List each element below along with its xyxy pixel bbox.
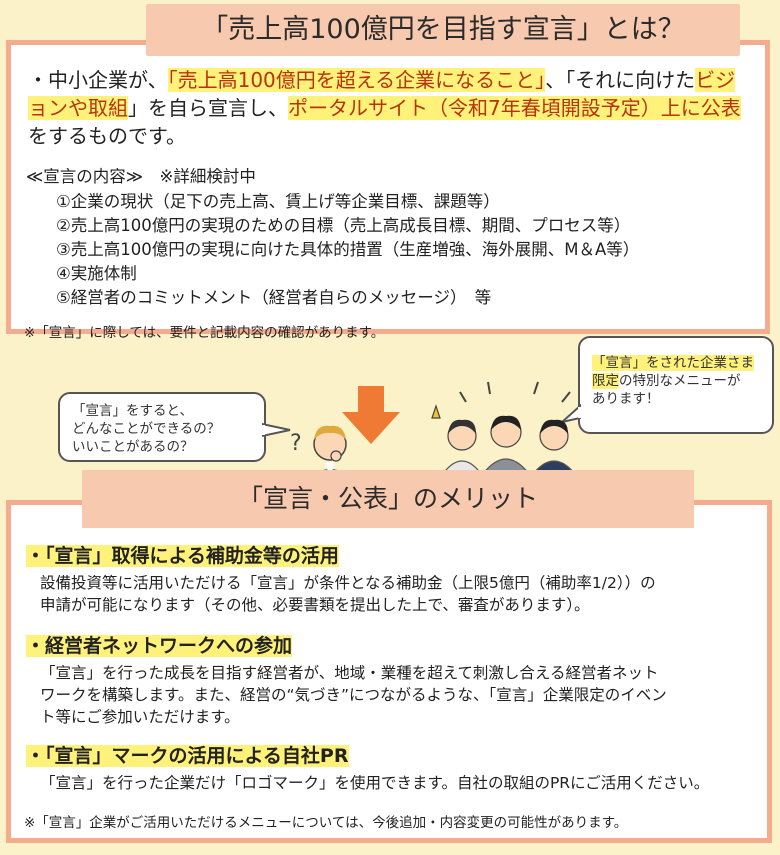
merit-body-subsidy: 設備投資等に活用いただける「宣言」が条件となる補助金（上限5億円（補助率1/2）… bbox=[40, 572, 760, 616]
bubble-tail-icon bbox=[560, 404, 582, 424]
down-arrow-icon bbox=[342, 386, 400, 444]
merit-body-line: ト等にご参加いただけます。 bbox=[40, 708, 240, 726]
declaration-title: 「売上高100億円を目指す宣言」とは？ bbox=[146, 4, 740, 56]
merit-body-network: 「宣言」を行った成長を目指す経営者が、地域・業種を超えて刺激し合える経営者ネット… bbox=[40, 662, 760, 728]
merit-body-line: 設備投資等に活用いただける「宣言」が条件となる補助金（上限5億円（補助率1/2）… bbox=[40, 574, 656, 592]
contents-heading: ≪宣言の内容≫ ※詳細検討中 bbox=[26, 167, 256, 186]
merits-title: 「宣言・公表」のメリット bbox=[82, 470, 694, 528]
declaration-intro: ・中小企業が、「売上高100億円を超える企業になること」、「それに向けたビジョン… bbox=[28, 66, 750, 150]
merit-body-line: ワークを構築します。また、経営の“気づき”につながるような、「宣言」企業限定のイ… bbox=[40, 686, 667, 704]
answer-text: の特別なメニューが bbox=[619, 373, 741, 389]
cheering-people-icon bbox=[431, 381, 579, 478]
question-line: どんなことができるの？ bbox=[72, 421, 221, 437]
contents-item: ②売上高100億円の実現のための目標（売上高成長目標、期間、プロセス等） bbox=[56, 216, 631, 235]
question-speech-bubble: 「宣言」をすると、 どんなことができるの？ いいことがあるの？ bbox=[58, 392, 266, 462]
question-line: 「宣言」をすると、 bbox=[72, 403, 193, 419]
answer-speech-bubble: 「宣言」をされた企業さま 限定の特別なメニューが あります！ bbox=[578, 336, 774, 434]
contents-item: ①企業の現状（足下の売上高、賃上げ等企業目標、課題等） bbox=[56, 192, 500, 211]
answer-highlight-limited: 限定 bbox=[592, 373, 619, 389]
contents-item: ④実施体制 bbox=[56, 264, 137, 283]
contents-list: ①企業の現状（足下の売上高、賃上げ等企業目標、課題等） ②売上高100億円の実現… bbox=[56, 190, 639, 310]
declaration-note: ※「宣言」に際しては、要件と記載内容の確認があります。 bbox=[24, 325, 385, 341]
intro-highlight-portal: ポータルサイト（令和7年春頃開設予定）上に公表 bbox=[288, 96, 741, 120]
merit-body-line: 「宣言」を行った成長を目指す経営者が、地域・業種を超えて刺激し合える経営者ネット bbox=[40, 664, 659, 682]
contents-item: ③売上高100億円の実現に向けた具体的措置（生産増強、海外展開、M＆A等） bbox=[56, 240, 640, 259]
intro-highlight-goal: 「売上高100億円を超える企業になること」 bbox=[167, 68, 546, 92]
merit-body-line: 申請が可能になります（その他、必要書類を提出した上で、審査があります）。 bbox=[40, 596, 590, 614]
intro-text-1: ・中小企業が、 bbox=[28, 68, 168, 92]
merits-note: ※「宣言」企業がご活用いただけるメニューについては、今後追加・内容変更の可能性が… bbox=[24, 815, 628, 831]
merit-body-line: 「宣言」を行った企業だけ「ロゴマーク」を使用できます。自社の取組のPRにご活用く… bbox=[40, 774, 710, 792]
merit-heading-network: ・経営者ネットワークへの参加 bbox=[26, 635, 293, 657]
answer-highlight: 「宣言」をされた企業さま bbox=[592, 355, 754, 371]
answer-text: あります！ bbox=[592, 391, 660, 407]
intro-text-4: をするものです。 bbox=[28, 124, 186, 148]
contents-item: ⑤経営者のコミットメント（経営者自らのメッセージ） 等 bbox=[56, 288, 492, 307]
intro-text-2: 、「それに向けた bbox=[545, 68, 696, 92]
question-line: いいことがあるの？ bbox=[72, 439, 194, 455]
intro-text-3: 」を自ら宣言し、 bbox=[128, 96, 288, 120]
merit-heading-pr: ・「宣言」マークの活用による自社PR bbox=[26, 745, 349, 767]
merit-body-pr: 「宣言」を行った企業だけ「ロゴマーク」を使用できます。自社の取組のPRにご活用く… bbox=[40, 772, 760, 794]
svg-text:?: ? bbox=[290, 431, 302, 456]
bubble-tail-icon bbox=[262, 422, 291, 438]
merit-heading-subsidy: ・「宣言」取得による補助金等の活用 bbox=[26, 545, 339, 567]
